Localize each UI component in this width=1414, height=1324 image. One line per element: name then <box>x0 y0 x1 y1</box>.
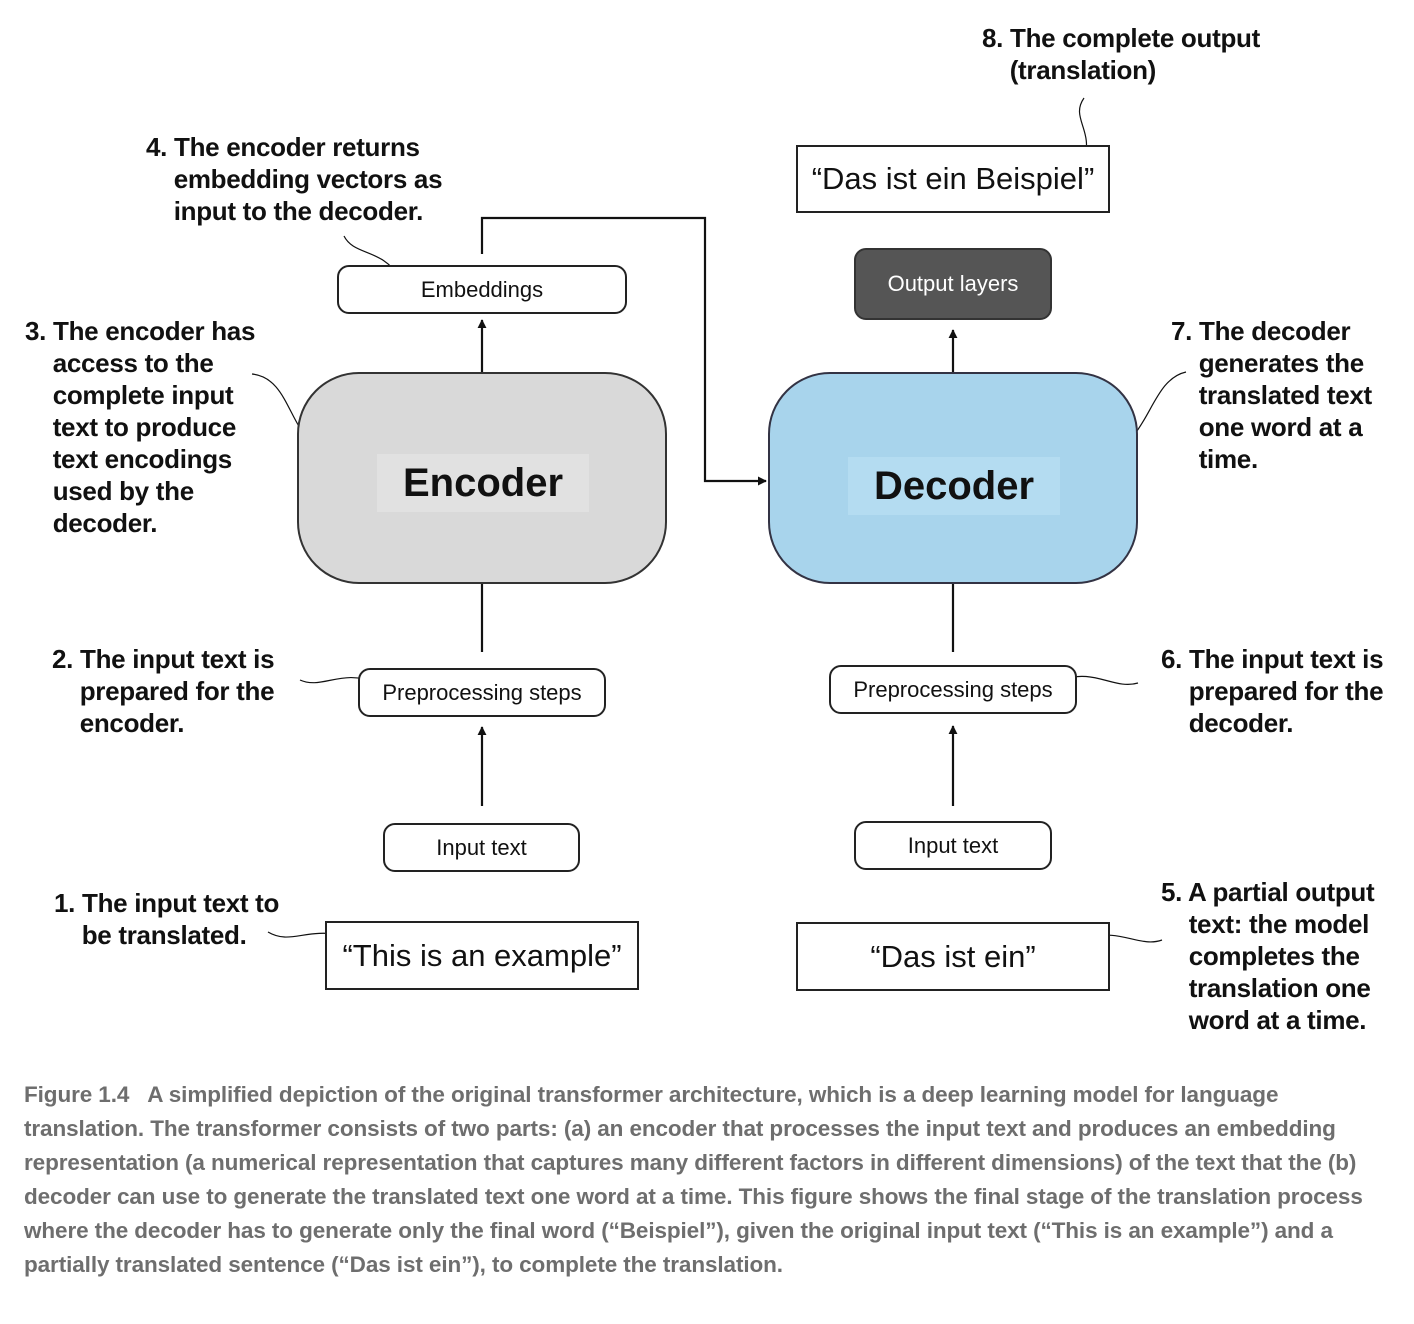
decoder-label: Decoder <box>873 463 1035 508</box>
encoder-label-backdrop: Encoder <box>377 454 589 512</box>
encoder-preprocessing-label: Preprocessing steps <box>382 679 582 705</box>
annotation-3: 3. The encoder has access to the complet… <box>25 316 256 538</box>
embeddings-box: Embeddings <box>337 265 627 314</box>
output-example-text: “Das ist ein Beispiel” <box>811 161 1095 196</box>
decoder-input-text-box: Input text <box>854 821 1052 870</box>
figure-caption-text: A simplified depiction of the original t… <box>24 1082 1363 1277</box>
output-example-box: “Das ist ein Beispiel” <box>796 145 1110 213</box>
embeddings-label: Embeddings <box>420 276 544 302</box>
encoder-input-text-label: Input text <box>436 834 527 860</box>
annotation-1: 1. The input text to be translated. <box>54 888 280 950</box>
annotation-8: 8. The complete output (translation) <box>982 23 1260 85</box>
annotation-2: 2. The input text is prepared for the en… <box>52 644 275 738</box>
decoder-preprocessing-box: Preprocessing steps <box>829 665 1077 714</box>
output-layers-label: Output layers <box>887 271 1019 296</box>
decoder-preprocessing-label: Preprocessing steps <box>853 676 1053 702</box>
annotation-6: 6. The input text is prepared for the de… <box>1161 644 1384 738</box>
encoder-preprocessing-box: Preprocessing steps <box>358 668 606 717</box>
output-layers-box: Output layers <box>854 248 1052 320</box>
input-example-box: “This is an example” <box>325 921 639 990</box>
encoder-block: Encoder <box>297 372 667 584</box>
figure-label: Figure 1.4 <box>24 1082 130 1107</box>
partial-output-box: “Das ist ein” <box>796 922 1110 991</box>
annotation-5: 5. A partial output text: the model comp… <box>1161 877 1375 1035</box>
decoder-input-text-label: Input text <box>907 832 999 858</box>
annotation-7: 7. The decoder generates the translated … <box>1171 316 1372 474</box>
annotation-4: 4. The encoder returns embedding vectors… <box>146 132 443 226</box>
encoder-label: Encoder <box>402 460 564 505</box>
decoder-label-backdrop: Decoder <box>848 457 1060 515</box>
decoder-block: Decoder <box>768 372 1138 584</box>
input-example-text: “This is an example” <box>342 937 622 973</box>
partial-output-text: “Das ist ein” <box>870 938 1036 974</box>
encoder-input-text-box: Input text <box>383 823 580 872</box>
